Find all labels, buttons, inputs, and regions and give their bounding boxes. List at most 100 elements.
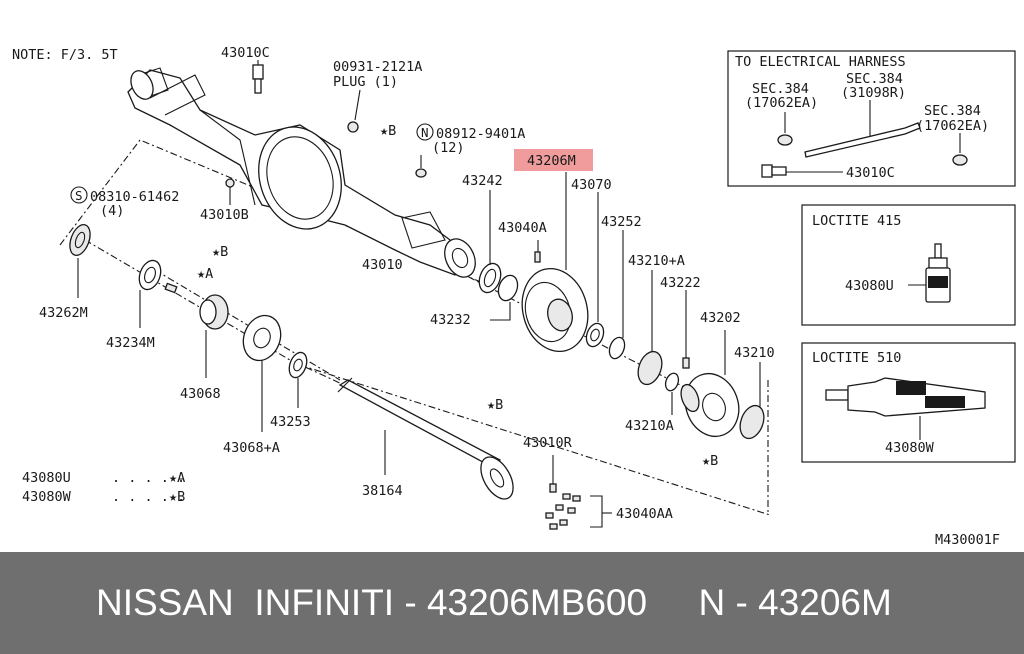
harness-grommet-left-icon: [777, 112, 793, 146]
footer-banner: NISSAN INFINITI - 43206MB600 N - 43206M: [0, 552, 1024, 654]
clip-43210a[interactable]: [663, 371, 680, 415]
label-43253: 43253: [270, 414, 311, 430]
harness-sec2-ref: (31098R): [841, 85, 906, 101]
s-marker-letter: S: [75, 188, 83, 203]
footer-short-number: 43206M: [758, 582, 892, 623]
label-08310: 08310-61462: [90, 189, 179, 205]
gear-43210a-plus[interactable]: [634, 270, 666, 388]
label-43040aa: 43040AA: [616, 506, 673, 522]
loctite-tube-icon: [825, 377, 986, 440]
label-43222: 43222: [660, 275, 701, 291]
seal-43234m[interactable]: [135, 257, 164, 328]
label-08310-qty: (4): [100, 203, 124, 219]
seal-43070[interactable]: [583, 192, 606, 349]
label-43010: 43010: [362, 257, 403, 273]
harness-sec3-ref: (17062EA): [916, 118, 989, 134]
loctite415-part: 43080U: [845, 278, 894, 294]
loctite415-title: LOCTITE 415: [812, 213, 901, 229]
axle-shaft-38164[interactable]: [337, 377, 520, 504]
label-43202: 43202: [700, 310, 741, 326]
s-marker-icon: [70, 186, 88, 204]
legend-u-dots: . . . . .: [112, 470, 185, 486]
label-08912: 08912-9401A: [436, 126, 525, 142]
harness-sec3: SEC.384: [924, 103, 981, 119]
bolt-43010r[interactable]: [549, 455, 557, 493]
bolts-43040aa[interactable]: [545, 493, 612, 530]
plug-00931[interactable]: [347, 89, 361, 133]
label-43232: 43232: [430, 312, 471, 328]
carrier-43202[interactable]: [677, 330, 748, 444]
shim-43068a[interactable]: [237, 310, 287, 432]
fitting-43010b[interactable]: [225, 178, 235, 205]
loctite510-part: 43080W: [885, 440, 935, 456]
label-43010r: 43010R: [523, 435, 573, 451]
label-star-b-68: ★B: [212, 244, 228, 260]
footer-separator-2: -: [725, 582, 759, 623]
harness-breather-icon: [761, 164, 843, 178]
ring-43252[interactable]: [607, 230, 628, 361]
label-43068a: 43068+A: [223, 440, 280, 456]
bearing-43232[interactable]: [490, 273, 521, 321]
loctite-bottle-icon: [908, 243, 951, 303]
label-43210a: 43210A: [625, 418, 674, 434]
note-label: NOTE: F/3. 5T: [12, 47, 118, 63]
harness-sec1: SEC.384: [752, 81, 809, 97]
label-43210a-plus: 43210+A: [628, 253, 685, 269]
label-star-b-diff: ★B: [702, 453, 718, 469]
label-43206m: 43206M: [527, 153, 576, 169]
panel-loctite-415: LOCTITE 415 43080U: [801, 204, 1016, 326]
ring-43253[interactable]: [286, 350, 310, 408]
legend-w-ref: ★B: [169, 489, 185, 505]
label-43252: 43252: [601, 214, 642, 230]
footer-gap: [647, 582, 698, 624]
label-08912-qty: (12): [432, 140, 465, 156]
highlight-43206m: [514, 149, 593, 171]
harness-sec1-ref: (17062EA): [745, 95, 818, 111]
legend-u-part: 43080U: [22, 470, 71, 486]
loctite510-title: LOCTITE 510: [812, 350, 901, 366]
bearing-43068[interactable]: [199, 294, 229, 378]
bolt-08912[interactable]: [415, 155, 427, 178]
drum-43206m[interactable]: [513, 172, 597, 359]
label-43234m: 43234M: [106, 335, 155, 351]
seal-43242[interactable]: [475, 190, 504, 296]
label-43210: 43210: [734, 345, 775, 361]
harness-grommet-right-icon: [952, 133, 968, 166]
bolt-star-a[interactable]: [164, 282, 178, 294]
footer-part-number: 43206MB600: [426, 582, 648, 623]
parts-diagram: N S NOTE: F/3. 5T 43010C 00931-2121A PLU…: [12, 45, 1016, 548]
footer-short-code: N: [698, 582, 726, 623]
n-marker-icon: [416, 123, 434, 141]
diagram-labels: NOTE: F/3. 5T 43010C 00931-2121A PLUG (1…: [12, 45, 1000, 548]
legend-w-dots: . . . . .: [112, 489, 185, 505]
bolt-43040a[interactable]: [534, 240, 541, 263]
harness-part: 43010C: [846, 165, 895, 181]
drawing-code: M430001F: [935, 532, 1000, 548]
footer-brand: NISSAN INFINITI: [96, 582, 395, 623]
label-43040a: 43040A: [498, 220, 547, 236]
label-43010b: 43010B: [200, 207, 249, 223]
harness-title: TO ELECTRICAL HARNESS: [735, 54, 906, 70]
n-marker-letter: N: [421, 125, 429, 140]
label-43070: 43070: [571, 177, 612, 193]
legend-u-ref: ★A: [169, 470, 185, 486]
label-43242: 43242: [462, 173, 503, 189]
label-star-b-shaft: ★B: [487, 397, 503, 413]
pin-43222[interactable]: [682, 290, 690, 369]
legend-w-part: 43080W: [22, 489, 72, 505]
axle-housing-43010[interactable]: [127, 67, 482, 282]
label-43262m: 43262M: [39, 305, 88, 321]
panel-electrical-harness: TO ELECTRICAL HARNESS SEC.384 (17062EA) …: [727, 50, 1016, 187]
label-star-b-plug: ★B: [380, 123, 396, 139]
label-43010c: 43010C: [221, 45, 270, 61]
label-00931: 00931-2121A: [333, 59, 422, 75]
nut-43262m[interactable]: [66, 222, 94, 298]
label-38164: 38164: [362, 483, 403, 499]
breather-43010c[interactable]: [252, 60, 264, 94]
footer-separator-1: -: [394, 582, 427, 623]
panel-loctite-510: LOCTITE 510 43080W: [801, 342, 1016, 463]
harness-cable-icon: [804, 100, 921, 158]
gear-43210[interactable]: [736, 362, 768, 442]
label-plug: PLUG (1): [333, 74, 398, 90]
